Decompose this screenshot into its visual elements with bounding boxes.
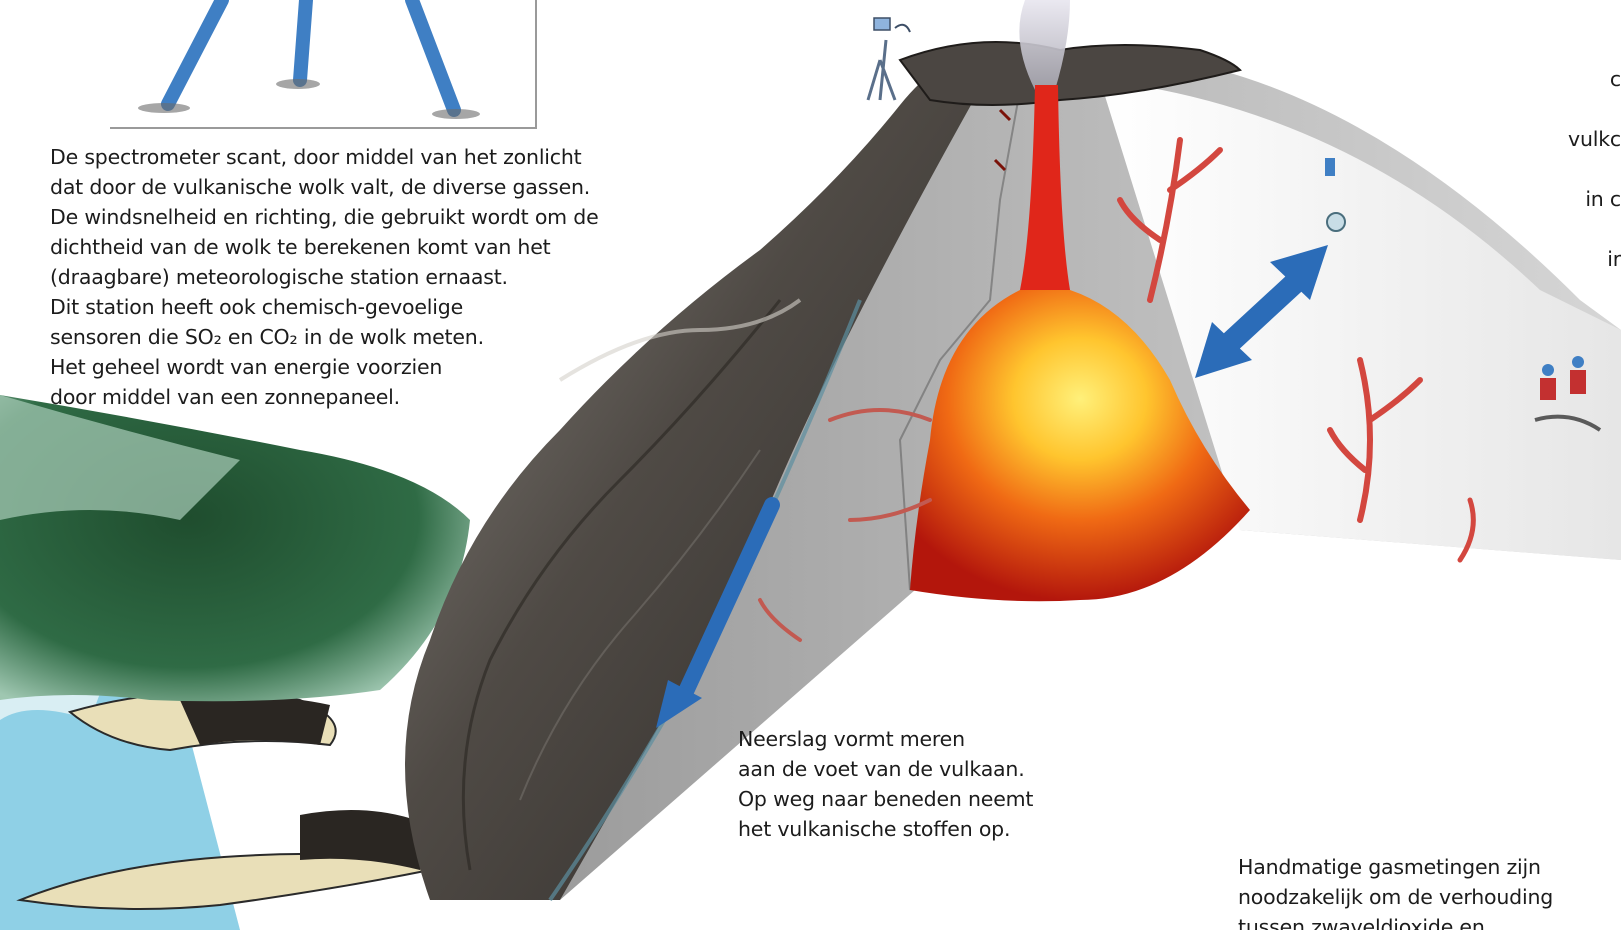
cropped-right-caption: c vulkc in c ir bbox=[1501, 34, 1621, 304]
manual-measurement-caption: Handmatige gasmetingen zijn noodzakelijk… bbox=[1238, 852, 1618, 930]
cropped-caption-line: c bbox=[1501, 64, 1621, 94]
spectrometer-caption: De spectrometer scant, door middel van h… bbox=[50, 142, 670, 412]
cropped-caption-line: in c bbox=[1501, 184, 1621, 214]
spectrometer-tripod-icon bbox=[138, 0, 480, 119]
cropped-caption-line: ir bbox=[1501, 244, 1621, 274]
forest bbox=[0, 395, 470, 701]
tripod-inset bbox=[110, 0, 536, 128]
rain-caption: Neerslag vormt meren aan de voet van de … bbox=[738, 724, 1098, 844]
cropped-caption-line: vulkc bbox=[1501, 124, 1621, 154]
